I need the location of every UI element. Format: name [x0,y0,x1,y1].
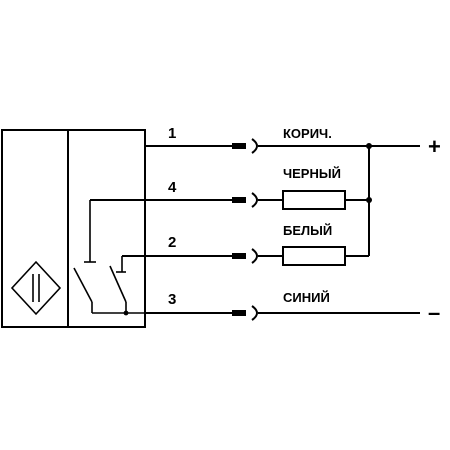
pin-number-brown: 1 [168,125,176,142]
pin-number-white: 2 [168,234,176,251]
wire-brown [145,138,420,154]
switch-contacts [73,200,145,316]
sensing-element-icon [10,260,62,316]
wire-label-black: ЧЕРНЫЙ [283,166,341,181]
wire-black [90,190,372,210]
wire-label-blue: СИНИЙ [283,290,330,305]
wire-white [122,246,369,266]
load-resistor-black [282,190,346,210]
wire-blue [145,305,420,321]
sensor-housing [1,129,146,328]
pin-number-black: 4 [168,179,177,196]
pin-number-blue: 3 [168,291,176,308]
supply-plus-label: + [428,134,441,159]
load-resistor-white [282,246,346,266]
wire-label-brown: КОРИЧ. [283,126,332,141]
supply-minus-label: – [428,300,440,325]
wire-label-white: БЕЛЫЙ [283,223,332,238]
